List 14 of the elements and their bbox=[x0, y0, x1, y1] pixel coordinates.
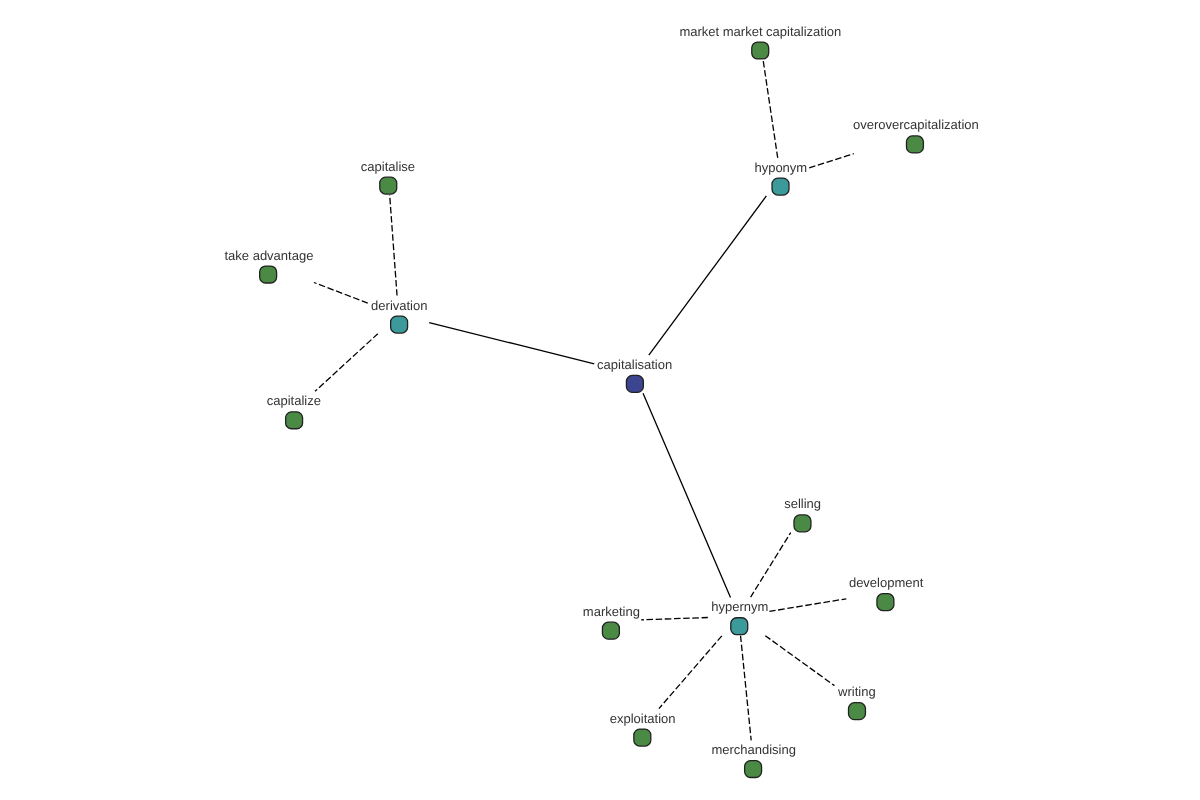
connector bbox=[658, 635, 723, 710]
connector bbox=[749, 531, 792, 598]
connector bbox=[648, 195, 767, 356]
connector bbox=[640, 616, 709, 621]
connector bbox=[314, 333, 379, 392]
connector bbox=[389, 194, 398, 297]
connector bbox=[642, 392, 732, 599]
connector bbox=[762, 59, 779, 159]
connector bbox=[808, 153, 855, 169]
connector bbox=[768, 598, 847, 613]
connector bbox=[313, 281, 369, 304]
connector bbox=[739, 635, 752, 741]
connector bbox=[764, 635, 836, 687]
connector bbox=[428, 321, 595, 365]
